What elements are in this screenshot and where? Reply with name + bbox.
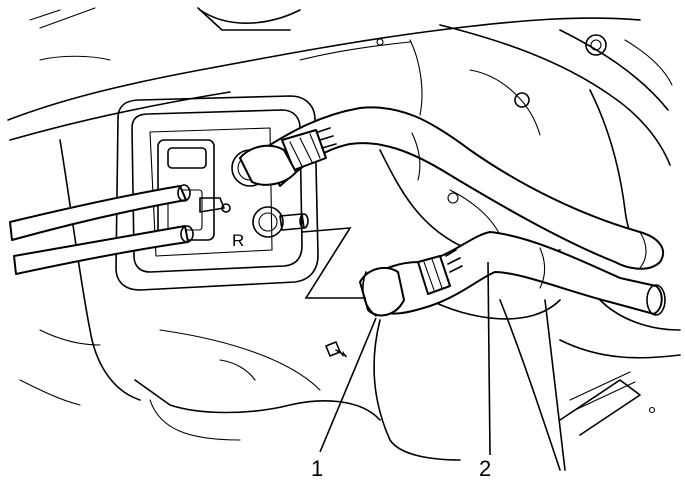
lower-heater-hose xyxy=(359,231,666,317)
callout-leaders xyxy=(301,227,491,456)
left-side-lines xyxy=(9,184,194,275)
callout-2-label: 2 xyxy=(479,456,491,481)
upper-heater-hose xyxy=(239,106,665,270)
heater-core-opening-frame xyxy=(115,95,319,291)
port-marking-r: R xyxy=(232,231,244,250)
callout-1-label: 1 xyxy=(311,456,323,481)
lower-heater-pipe: R xyxy=(232,206,309,250)
bolt-icon xyxy=(325,341,347,358)
